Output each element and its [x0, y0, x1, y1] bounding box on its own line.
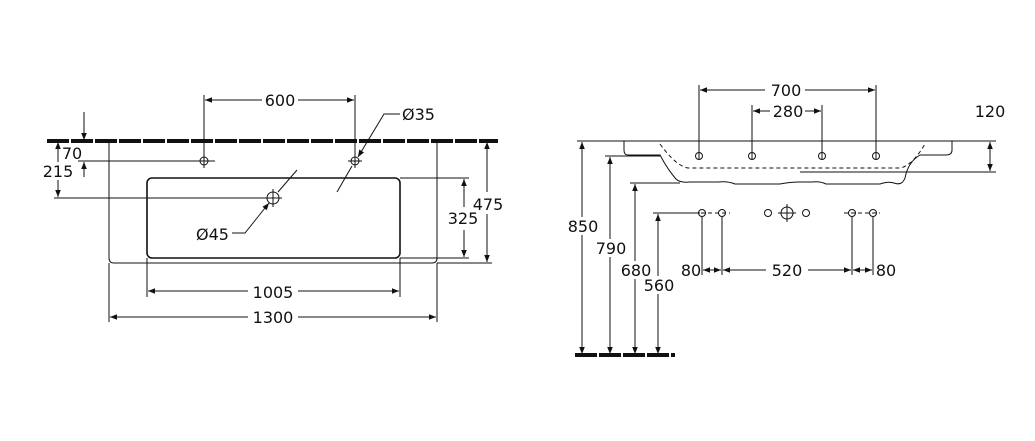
basin-outline: [108, 141, 438, 264]
supply-points: [694, 204, 880, 222]
dim-680: 680: [621, 261, 652, 280]
basin-profile: [623, 140, 953, 185]
bowl-outline: [146, 177, 401, 259]
top-view: 600 Ø35 70 215 Ø45 325 475 1005 1300: [43, 91, 504, 327]
dim-80-right: 80: [876, 261, 896, 280]
dim-325: 325: [448, 209, 479, 228]
dim-120: 120: [975, 102, 1006, 121]
dim-520: 520: [772, 261, 803, 280]
dim-790: 790: [596, 239, 627, 258]
front-view: 700 280 120 850 790 680 560: [566, 81, 1006, 357]
dim-700: 700: [771, 81, 802, 100]
dim-diameter-45: Ø45: [196, 225, 229, 244]
bowl-hidden-line: [659, 143, 926, 169]
dim-560: 560: [644, 276, 675, 295]
dim-280: 280: [773, 102, 804, 121]
tap-hole-icon: [348, 154, 362, 168]
hole-markers: [695, 152, 880, 160]
dim-215: 215: [43, 162, 74, 181]
dim-850: 850: [568, 217, 599, 236]
dim-80-left: 80: [681, 261, 701, 280]
dim-70: 70: [62, 144, 82, 163]
dim-475: 475: [473, 195, 504, 214]
dim-1005: 1005: [253, 283, 294, 302]
dim-diameter-35: Ø35: [402, 105, 435, 124]
dim-600: 600: [265, 91, 296, 110]
dim-1300: 1300: [253, 308, 294, 327]
